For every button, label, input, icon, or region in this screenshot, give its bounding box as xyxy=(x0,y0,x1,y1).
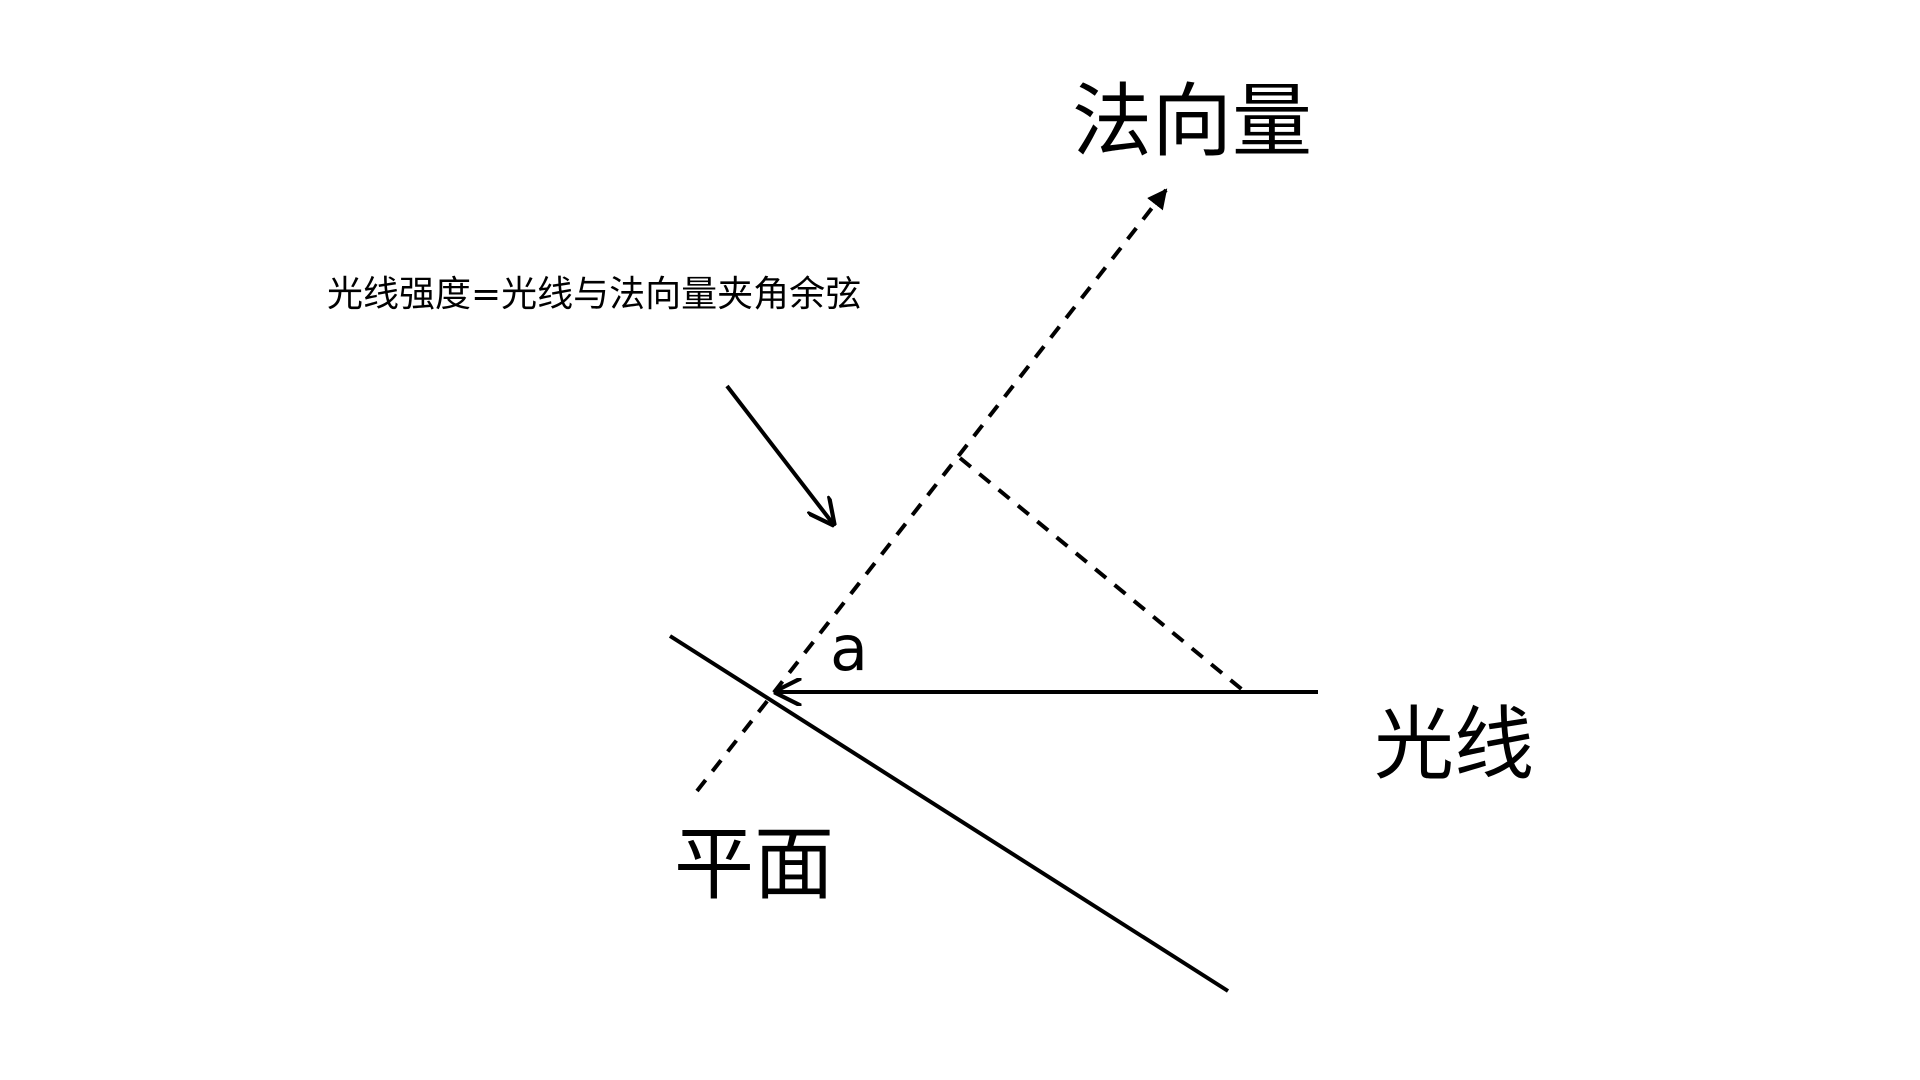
light-ray-label: 光线 xyxy=(1374,698,1534,791)
projection-line xyxy=(958,456,1247,694)
angle-label: a xyxy=(830,612,868,685)
caption-pointer-arrow xyxy=(725,384,834,525)
plane-line xyxy=(668,634,1230,993)
caption-text: 光线强度=光线与法向量夹角余弦 xyxy=(327,274,862,315)
plane-label: 平面 xyxy=(674,818,834,911)
normal-vector-label: 法向量 xyxy=(1072,75,1312,168)
